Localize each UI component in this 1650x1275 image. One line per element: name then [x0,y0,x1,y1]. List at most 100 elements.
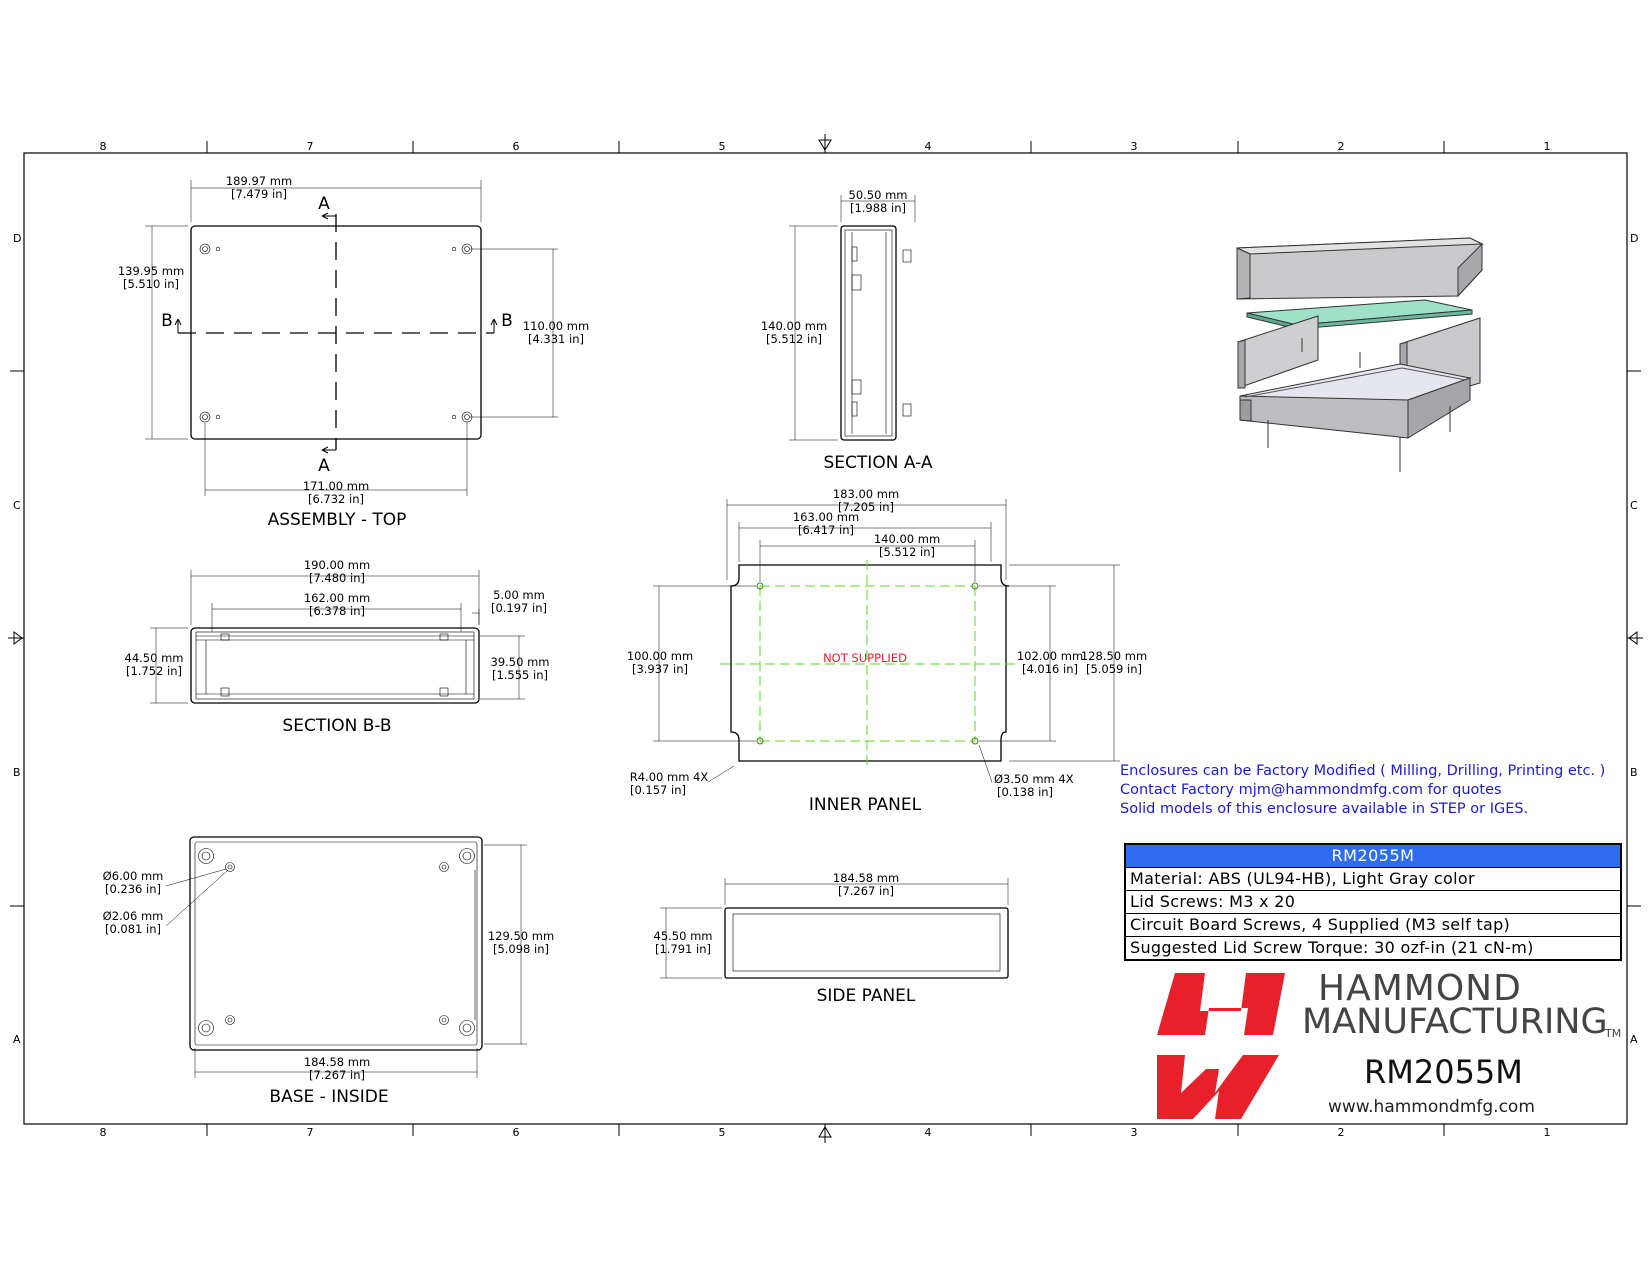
dim-panel-height-in: [5.059 in] [1086,662,1142,676]
dim-side-height-in: [1.791 in] [655,942,711,956]
zone-col-2-bottom: 2 [1338,1126,1345,1139]
dim-aa-width-mm: 50.50 mm [849,188,908,202]
dim-panel-height-mm: 128.50 mm [1081,649,1147,663]
dim-panel-hole-dia-mm: Ø3.50 mm 4X [994,772,1074,786]
zone-col-1-top: 1 [1544,140,1551,153]
dim-base-height-in: [5.098 in] [493,942,549,956]
spec-row-board-screws: Circuit Board Screws, 4 Supplied (M3 sel… [1126,914,1620,937]
inner-panel-view [653,499,1120,783]
note-models: Solid models of this enclosure available… [1120,801,1529,817]
dim-top-hole-v-in: [4.331 in] [528,332,584,346]
dim-base-width-mm: 184.58 mm [304,1055,370,1069]
dim-panel-width-in: [7.205 in] [838,500,894,514]
dim-panel-width2-in: [6.417 in] [798,523,854,537]
dim-aa-height-in: [5.512 in] [766,332,822,346]
brand-manufacturing: MANUFACTURING [1302,1002,1608,1042]
dim-base-boss-inner-in: [0.081 in] [105,922,161,936]
dim-aa-width-in: [1.988 in] [850,201,906,215]
zone-col-4-bottom: 4 [925,1126,932,1139]
zone-col-3-bottom: 3 [1131,1126,1138,1139]
cut-label-b-right: B [501,311,513,331]
dim-side-width-in: [7.267 in] [838,884,894,898]
dim-panel-radius-in: [0.157 in] [630,783,686,797]
brand-part-number: RM2055M [1364,1053,1523,1091]
spec-row-torque: Suggested Lid Screw Torque: 30 ozf-in (2… [1130,938,1534,957]
brand-tm: TM [1605,1027,1622,1040]
dim-bb-overall-mm: 190.00 mm [304,558,370,572]
zone-row-c-left: C [13,499,21,512]
dim-bb-inner-in: [6.378 in] [309,604,365,618]
dim-bb-lip-in: [0.197 in] [491,601,547,615]
dim-bb-inner-height-mm: 39.50 mm [491,655,550,669]
dim-top-hole-h-mm: 171.00 mm [303,479,369,493]
note-contact: Contact Factory mjm@hammondmfg.com for q… [1120,782,1502,798]
dim-top-height-in: [5.510 in] [123,277,179,291]
zone-col-6-bottom: 6 [513,1126,520,1139]
side-panel-view [660,878,1009,979]
dim-panel-inner-height-mm: 102.00 mm [1017,649,1083,663]
zone-row-b-right: B [1630,766,1638,779]
dim-top-width-mm: 189.97 mm [226,174,292,188]
dim-base-boss-inner-mm: Ø2.06 mm [103,909,164,923]
title-side-panel: SIDE PANEL [817,986,916,1006]
dim-panel-hole-dia-in: [0.138 in] [997,785,1053,799]
cut-label-a-top: A [318,194,330,214]
title-inner-panel: INNER PANEL [809,795,922,815]
title-section-aa: SECTION A-A [824,453,933,473]
zone-ticks [10,141,1641,1136]
dim-panel-radius-mm: R4.00 mm 4X [630,770,709,784]
exploded-isometric-view [1236,237,1484,472]
section-aa-view [789,195,916,441]
spec-table-header: RM2055M [1126,845,1620,868]
not-supplied-note: NOT SUPPLIED [823,651,907,665]
spec-row-material: Material: ABS (UL94-HB), Light Gray colo… [1126,868,1620,891]
dim-bb-overall-in: [7.480 in] [309,571,365,585]
assembly-top-view [145,180,558,496]
spec-row-lid-screws: Lid Screws: M3 x 20 [1126,891,1620,914]
zone-col-1-bottom: 1 [1544,1126,1551,1139]
cut-label-b-left: B [161,311,173,331]
zone-col-7-top: 7 [307,140,314,153]
dim-top-hole-v-mm: 110.00 mm [523,319,589,333]
zone-col-5-bottom: 5 [719,1126,726,1139]
cut-label-a-bottom: A [318,456,330,476]
base-inside-view [165,836,527,1078]
spec-table: RM2055M Material: ABS (UL94-HB), Light G… [1124,843,1622,961]
dim-panel-width-mm: 183.00 mm [833,487,899,501]
hammond-logo-icon [1157,973,1285,1119]
dim-panel-hole-v-in: [3.937 in] [632,662,688,676]
section-bb-view [150,570,525,704]
zone-row-d-left: D [13,232,21,245]
dim-panel-hole-h-in: [5.512 in] [879,545,935,559]
note-modification: Enclosures can be Factory Modified ( Mil… [1120,763,1606,779]
zone-col-8-top: 8 [100,140,107,153]
zone-row-a-right: A [1630,1033,1638,1046]
dim-base-boss-outer-mm: Ø6.00 mm [103,869,164,883]
dim-side-width-mm: 184.58 mm [833,871,899,885]
dim-panel-hole-h-mm: 140.00 mm [874,532,940,546]
zone-col-6-top: 6 [513,140,520,153]
zone-row-d-right: D [1630,232,1638,245]
center-marks [8,134,1643,1143]
brand-url: www.hammondmfg.com [1328,1097,1535,1117]
dim-panel-inner-height-in: [4.016 in] [1022,662,1078,676]
brand-hammond: HAMMOND [1318,968,1522,1009]
dim-bb-height-in: [1.752 in] [126,664,182,678]
dim-top-hole-h-in: [6.732 in] [308,492,364,506]
zone-col-7-bottom: 7 [307,1126,314,1139]
factory-notes: Enclosures can be Factory Modified ( Mil… [1120,762,1640,819]
title-assembly-top: ASSEMBLY - TOP [268,510,407,530]
zone-col-2-top: 2 [1338,140,1345,153]
title-section-bb: SECTION B-B [282,716,391,736]
dim-top-width-in: [7.479 in] [231,187,287,201]
dim-bb-lip-mm: 5.00 mm [493,588,545,602]
dim-bb-inner-height-in: [1.555 in] [492,668,548,682]
title-base-inside: BASE - INSIDE [269,1087,388,1107]
zone-row-a-left: A [13,1033,21,1046]
dim-bb-inner-mm: 162.00 mm [304,591,370,605]
dim-base-width-in: [7.267 in] [309,1068,365,1082]
dim-panel-width2-mm: 163.00 mm [793,510,859,524]
dim-base-boss-outer-in: [0.236 in] [105,882,161,896]
zone-row-c-right: C [1630,499,1638,512]
